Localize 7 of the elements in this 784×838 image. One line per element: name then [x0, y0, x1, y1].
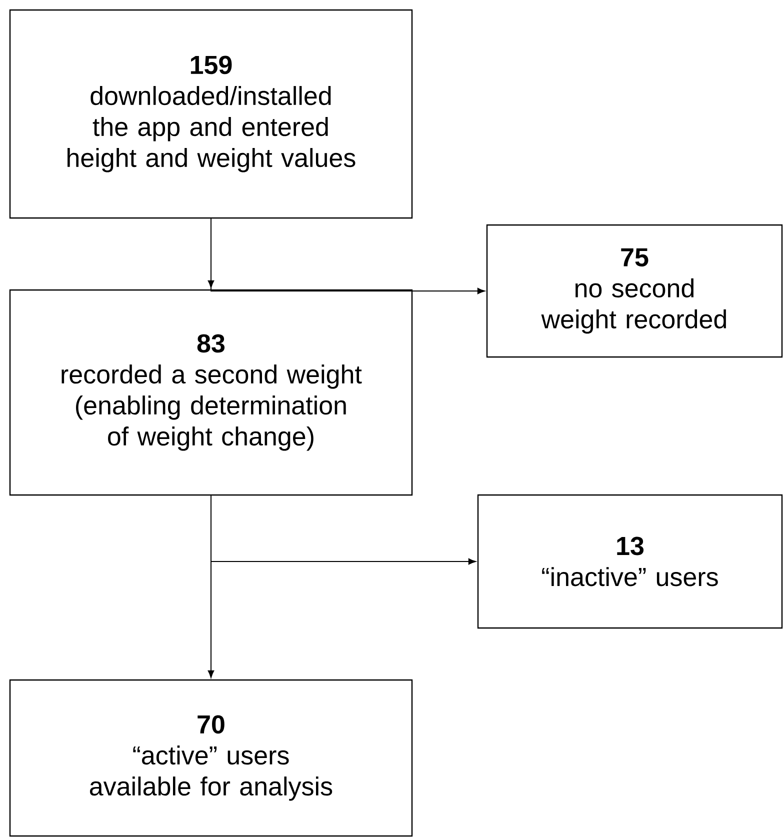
process-box: 75 no second weight recorded: [486, 224, 783, 358]
arrow: [210, 218, 485, 294]
arrow: [210, 495, 476, 565]
process-box: 70 “active” users available for analysis: [9, 679, 413, 837]
process-box: 83 recorded a second weight (enabling determination of weight change): [9, 289, 413, 496]
process-box: 13 “inactive” users: [477, 494, 783, 629]
process-box: 159 downloaded/installed the app and entered height and weight values: [9, 9, 413, 219]
